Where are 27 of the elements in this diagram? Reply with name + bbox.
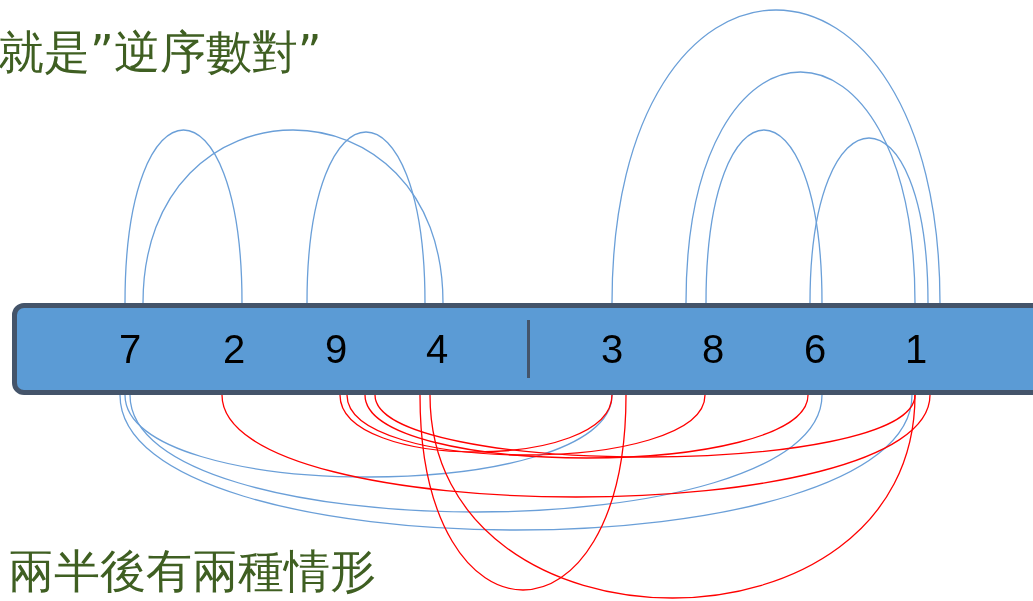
inversion-arc bbox=[221, 394, 931, 498]
inversion-arc bbox=[129, 394, 823, 513]
array-element: 6 bbox=[775, 308, 855, 390]
inversion-arc bbox=[339, 394, 613, 453]
inversion-arc bbox=[705, 129, 823, 304]
inversion-arc bbox=[429, 394, 916, 599]
heading-text: 兩半後有兩種情形 bbox=[8, 545, 376, 598]
inversion-arc bbox=[119, 394, 913, 531]
inversion-arc bbox=[809, 137, 929, 304]
inversion-arc bbox=[306, 131, 426, 304]
inversion-arc bbox=[374, 394, 916, 458]
inversion-arc bbox=[124, 129, 243, 304]
array-element: 7 bbox=[90, 308, 170, 390]
inversion-arc bbox=[346, 394, 706, 456]
array-element: 3 bbox=[572, 308, 652, 390]
inversion-arc bbox=[419, 394, 627, 591]
array-bar bbox=[12, 303, 1033, 395]
array-element: 2 bbox=[194, 308, 274, 390]
array-element: 9 bbox=[296, 308, 376, 390]
inversion-arc bbox=[124, 394, 613, 478]
inversion-arc bbox=[142, 129, 444, 304]
array-element: 8 bbox=[673, 308, 753, 390]
inversion-arc bbox=[611, 9, 941, 304]
inversion-arc bbox=[685, 71, 916, 304]
inversion-arc bbox=[364, 394, 809, 459]
array-element: 1 bbox=[876, 308, 956, 390]
array-element: 4 bbox=[397, 308, 477, 390]
